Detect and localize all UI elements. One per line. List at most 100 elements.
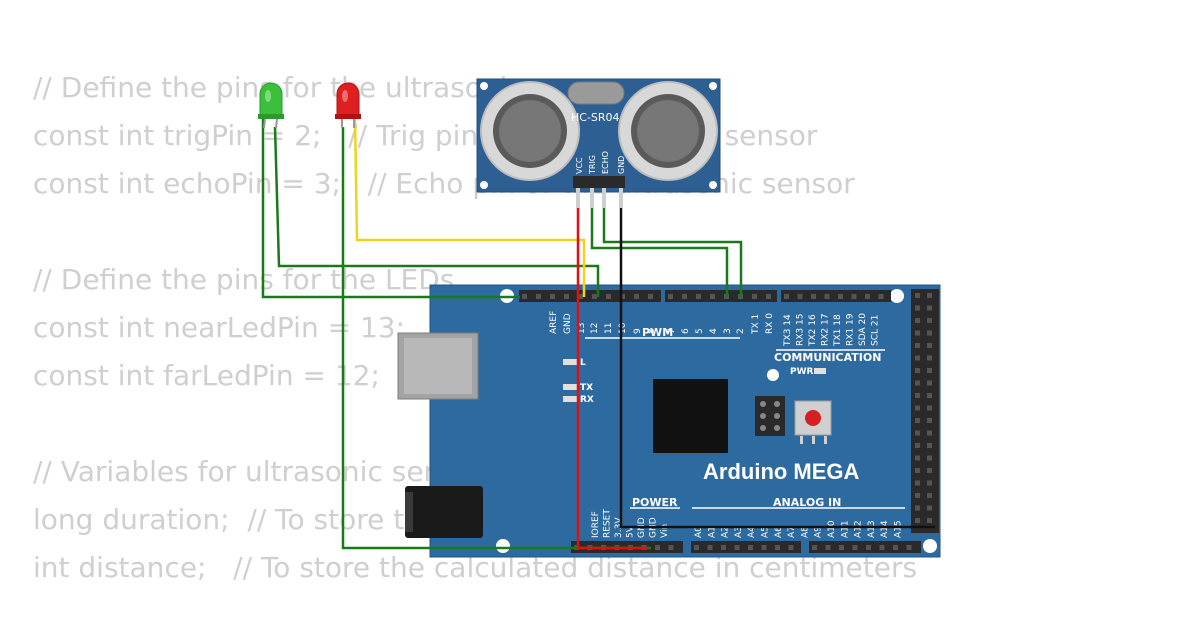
header-pin-hole bbox=[606, 294, 611, 299]
communication-label: COMMUNICATION bbox=[774, 351, 881, 364]
header-pin-hole bbox=[550, 294, 555, 299]
header-pin-hole bbox=[682, 294, 687, 299]
header-pin-hole bbox=[839, 545, 844, 550]
header-pin-hole bbox=[775, 545, 780, 550]
header-pin-hole bbox=[788, 545, 794, 550]
analog-pin-label: A7 bbox=[787, 526, 797, 538]
header-pin-hole bbox=[811, 294, 816, 299]
green-led-body bbox=[259, 82, 283, 117]
sensor-pin-label: VCC bbox=[575, 157, 584, 174]
arduino-mega-board[interactable]: PWR L TX RX PWM COMMUNICATION POWER ANAL… bbox=[397, 284, 941, 558]
header-pin-hole bbox=[878, 294, 884, 299]
header-pin-hole bbox=[915, 368, 920, 373]
wire-trig bbox=[590, 205, 729, 297]
header-pin-hole bbox=[915, 318, 920, 323]
header-pin-hole bbox=[927, 293, 932, 298]
sensor-crystal bbox=[567, 81, 625, 105]
wire-vcc bbox=[576, 205, 648, 550]
sensor-pin-header bbox=[573, 176, 625, 188]
mounting-hole bbox=[496, 539, 510, 553]
header-pin-hole bbox=[784, 294, 789, 299]
comm-pin-label: TX1 18 bbox=[833, 314, 843, 347]
led-rx-label: RX bbox=[580, 395, 594, 405]
header-pin-hole bbox=[927, 443, 932, 448]
wires bbox=[261, 117, 935, 550]
comm-pin-label: SDA 20 bbox=[858, 313, 868, 346]
digital-pin-label: 3 bbox=[723, 328, 733, 334]
wire-green-gnd bbox=[341, 127, 651, 550]
header-pin-hole bbox=[707, 545, 713, 550]
header-pin-hole bbox=[927, 455, 932, 461]
power-pin-label: 5V bbox=[626, 525, 636, 538]
digital-pin-label: 9 bbox=[633, 328, 643, 334]
board-name: Arduino MEGA bbox=[703, 459, 860, 484]
header-pin-hole bbox=[927, 330, 932, 336]
wire-gnd bbox=[619, 205, 935, 529]
header-pin-hole bbox=[852, 545, 858, 550]
header-pin-hole bbox=[578, 294, 583, 299]
header-pin-hole bbox=[927, 405, 932, 411]
header-pin-hole bbox=[927, 430, 932, 436]
sensor-label: HC-SR04 bbox=[571, 111, 620, 124]
analog-pin-label: A9 bbox=[814, 526, 824, 538]
header-pin-hole bbox=[927, 343, 932, 348]
analog-pin-label: A6 bbox=[774, 526, 784, 538]
header-pin-hole bbox=[838, 294, 843, 299]
digital-pin-label: 2 bbox=[736, 328, 746, 334]
pwr-hole bbox=[767, 369, 779, 381]
reset-button-cap[interactable] bbox=[805, 410, 821, 426]
power-pin-label: 3.3V bbox=[614, 517, 624, 538]
comm-pin-label: TX2 16 bbox=[808, 314, 818, 347]
analog-pin-label: A11 bbox=[840, 520, 850, 538]
header-pin-hole bbox=[927, 380, 932, 386]
header-pin-hole bbox=[915, 380, 920, 386]
header-pin-hole bbox=[696, 294, 701, 299]
digital-pin-label: RX 0 bbox=[765, 313, 775, 334]
header-pin-hole bbox=[915, 493, 920, 498]
digital-pin-label: 8 bbox=[647, 328, 657, 334]
analog-pin-label: A12 bbox=[854, 520, 864, 538]
header-pin-hole bbox=[694, 545, 699, 550]
header-pin-hole bbox=[927, 393, 932, 398]
header-pin-hole bbox=[915, 330, 920, 336]
sensor-pin-label: GND bbox=[617, 156, 626, 174]
led-tx bbox=[563, 384, 577, 390]
header-pin-hole bbox=[620, 294, 625, 299]
header-pin-hole bbox=[536, 294, 541, 299]
header-pin-hole bbox=[915, 430, 920, 436]
header-pin-hole bbox=[734, 545, 740, 550]
header-pin-hole bbox=[927, 493, 932, 498]
header-pin-hole bbox=[927, 505, 932, 511]
green-led[interactable] bbox=[258, 82, 284, 129]
led-rx bbox=[563, 396, 577, 402]
red-led[interactable] bbox=[335, 82, 361, 128]
header-pin-hole bbox=[927, 318, 932, 323]
analog-pin-label: A13 bbox=[867, 520, 877, 538]
header-pin-hole bbox=[866, 545, 871, 550]
header-pin-hole bbox=[812, 545, 817, 550]
led-l bbox=[563, 359, 577, 365]
wire-green-led-2 bbox=[273, 126, 600, 297]
header-pin-hole bbox=[752, 294, 757, 299]
header-pin-hole bbox=[915, 480, 920, 486]
power-label: POWER bbox=[632, 496, 678, 509]
header-pin-hole bbox=[824, 294, 830, 299]
header-pin-hole bbox=[915, 418, 920, 423]
header-pin-hole bbox=[927, 305, 932, 311]
header-pin-hole bbox=[748, 545, 753, 550]
digital-pin-label: 6 bbox=[681, 328, 691, 334]
analog-pin-label: A14 bbox=[880, 520, 890, 538]
digital-pin-label: 12 bbox=[590, 323, 600, 334]
header-pin-hole bbox=[927, 480, 932, 486]
led-tx-label: TX bbox=[580, 383, 593, 393]
header-pin-hole bbox=[915, 443, 920, 448]
header-pin-hole bbox=[851, 294, 857, 299]
header-pin-hole bbox=[927, 418, 932, 423]
comm-pin-label: TX3 14 bbox=[783, 314, 793, 347]
header-pin-hole bbox=[915, 343, 920, 348]
digital-pin-label: 5 bbox=[695, 328, 705, 334]
